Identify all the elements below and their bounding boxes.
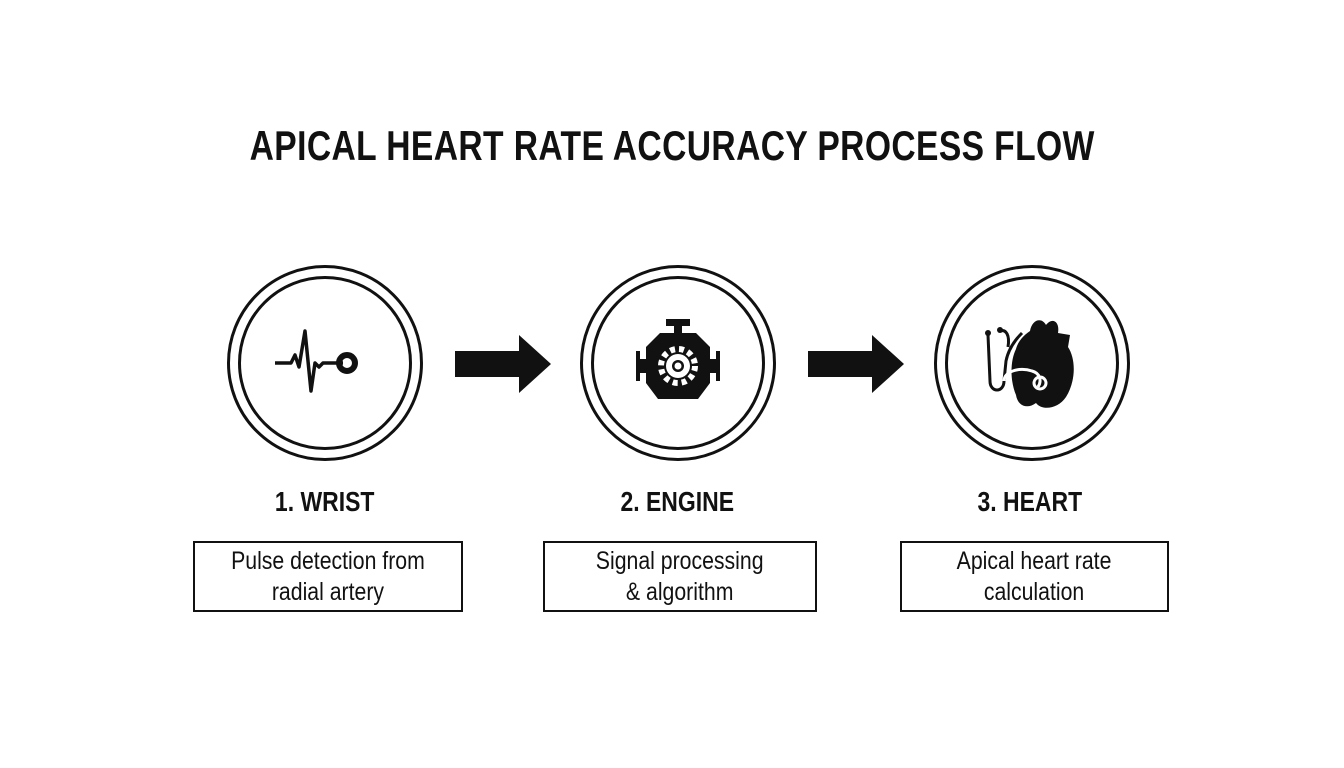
arrow-icon <box>455 335 551 393</box>
heart-stethoscope-icon <box>985 320 1074 408</box>
pulse-waveform-icon <box>275 329 358 393</box>
step-2-circle <box>580 265 776 461</box>
step-3-label-text: 3. HEART <box>977 486 1083 517</box>
diagram-title: APICAL HEART RATE ACCURACY PROCESS FLOW <box>0 122 1344 170</box>
step-3-label: 3. HEART <box>880 486 1180 518</box>
step-3-circle <box>934 265 1130 461</box>
step-1-label: 1. WRIST <box>175 486 475 518</box>
step-3-description: Apical heart rate calculation <box>957 546 1112 606</box>
step-2-description: Signal processing & algorithm <box>596 546 764 606</box>
step-2-label: 2. ENGINE <box>527 486 827 518</box>
step-1-label-text: 1. WRIST <box>275 486 375 517</box>
step-3-description-box: Apical heart rate calculation <box>900 541 1169 612</box>
step-1-description: Pulse detection from radial artery <box>231 546 425 606</box>
step-2-label-text: 2. ENGINE <box>620 486 734 517</box>
engine-gear-icon <box>636 319 720 399</box>
title-text: APICAL HEART RATE ACCURACY PROCESS FLOW <box>249 122 1095 169</box>
step-2-description-box: Signal processing & algorithm <box>543 541 817 612</box>
arrow-icon <box>808 335 904 393</box>
step-1-description-box: Pulse detection from radial artery <box>193 541 463 612</box>
step-1-circle <box>227 265 423 461</box>
